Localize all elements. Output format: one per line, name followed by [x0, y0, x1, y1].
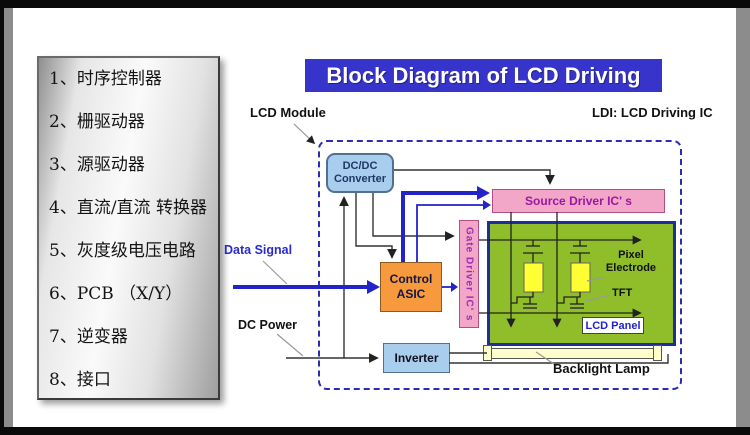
component-list-panel: 1、时序控制器 2、栅驱动器 3、源驱动器 4、直流/直流 转换器 5、灰度级电… — [37, 56, 220, 400]
lcd-panel-text: LCD Panel — [585, 319, 641, 332]
ldi-note-label: LDI: LCD Driving IC — [592, 105, 713, 120]
lamp-end-cap-left — [483, 345, 492, 361]
frame-strip-left-gray — [4, 0, 13, 435]
backlight-lamp-tube — [487, 348, 661, 359]
backlight-lamp-label: Backlight Lamp — [553, 361, 650, 376]
block-dcdc-converter: DC/DC Converter — [326, 153, 394, 193]
lcd-module-label: LCD Module — [250, 105, 326, 120]
pointer-data-signal — [262, 260, 288, 285]
inverter-text: Inverter — [394, 351, 439, 365]
list-item-interface: 8、接口 — [49, 370, 111, 390]
block-inverter: Inverter — [383, 343, 450, 373]
frame-bar-top — [0, 0, 750, 8]
pointer-lcd-module — [293, 123, 316, 145]
block-gate-driver: Gate Driver IC' s — [459, 220, 479, 328]
gate-driver-text: Gate Driver IC' s — [463, 226, 475, 322]
dc-power-label: DC Power — [238, 318, 298, 332]
frame-bar-bottom — [0, 427, 750, 435]
data-signal-label: Data Signal — [224, 243, 293, 257]
lamp-end-cap-right — [653, 345, 662, 361]
tft-label: TFT — [612, 287, 633, 299]
block-source-driver: Source Driver IC' s — [492, 189, 665, 213]
block-control-asic: Control ASIC — [380, 262, 442, 312]
list-item-gate-driver: 2、栅驱动器 — [49, 112, 145, 132]
list-item-inverter: 7、逆变器 — [49, 327, 128, 347]
list-item-pcb: 6、PCB （X/Y） — [49, 284, 183, 304]
lcd-module-boundary — [318, 140, 682, 390]
list-item-timing-controller: 1、时序控制器 — [49, 69, 162, 89]
asic-line2: ASIC — [396, 287, 426, 301]
dcdc-line1: DC/DC — [342, 160, 378, 172]
frame-strip-right-gray — [736, 0, 750, 435]
list-item-source-driver: 3、源驱动器 — [49, 155, 145, 175]
pixel-electrode-label-line2: Electrode — [605, 262, 657, 274]
asic-line1: Control — [389, 272, 433, 286]
frame-strip-left — [0, 0, 4, 435]
pixel-electrode-label: Pixel Electrode — [600, 249, 662, 275]
list-item-grayscale-voltage: 5、灰度级电压电路 — [49, 241, 196, 261]
dcdc-line2: Converter — [334, 173, 386, 185]
pointer-dc-power — [276, 333, 304, 357]
list-item-dcdc-converter: 4、直流/直流 转换器 — [49, 198, 207, 218]
lcd-panel-label: LCD Panel — [582, 317, 644, 334]
source-driver-text: Source Driver IC' s — [525, 194, 632, 208]
pixel-electrode-label-line1: Pixel — [618, 249, 644, 261]
page-title: Block Diagram of LCD Driving — [305, 59, 662, 92]
